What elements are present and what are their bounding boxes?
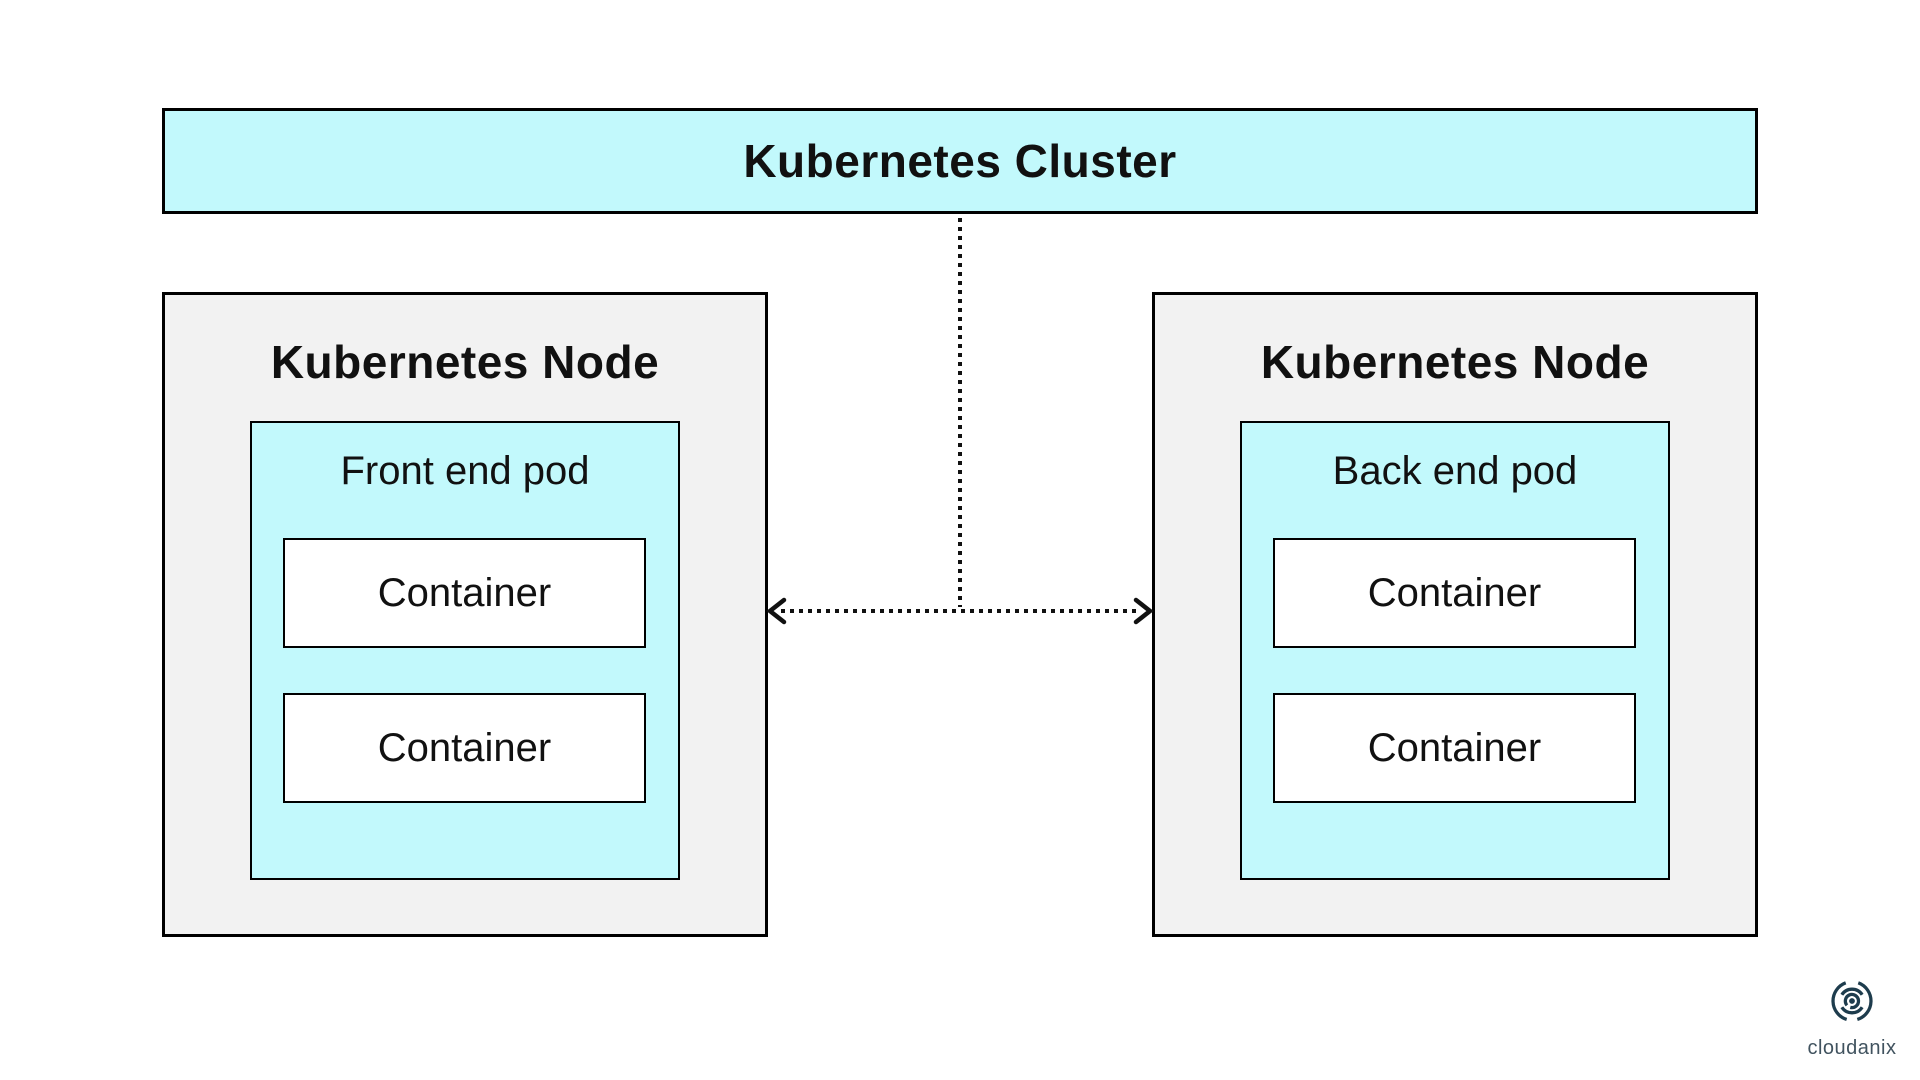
pod-label-frontend: Front end pod: [340, 449, 590, 493]
arrowhead-right-icon: [1133, 597, 1154, 625]
brand-name: cloudanix: [1807, 1037, 1897, 1059]
node-box-right: Kubernetes Node Back end pod Container C…: [1152, 292, 1758, 937]
node-title-right: Kubernetes Node: [1260, 336, 1650, 388]
container-box: Container: [1273, 693, 1636, 803]
container-box: Container: [283, 693, 646, 803]
pod-box-frontend: Front end pod Container Container: [250, 421, 680, 880]
pod-box-backend: Back end pod Container Container: [1240, 421, 1670, 880]
pod-label-backend: Back end pod: [1332, 449, 1578, 493]
node-title-left: Kubernetes Node: [270, 336, 660, 388]
container-box: Container: [1273, 538, 1636, 648]
cluster-title: Kubernetes Cluster: [743, 135, 1177, 187]
brand-block: cloudanix: [1796, 972, 1908, 1060]
cluster-box: Kubernetes Cluster: [162, 108, 1758, 214]
cloudanix-logo-icon: [1831, 981, 1873, 1022]
container-box: Container: [283, 538, 646, 648]
container-label: Container: [1367, 725, 1542, 770]
container-label: Container: [1367, 570, 1542, 615]
container-label: Container: [377, 725, 552, 770]
container-label: Container: [377, 570, 552, 615]
node-box-left: Kubernetes Node Front end pod Container …: [162, 292, 768, 937]
arrowhead-left-icon: [766, 597, 787, 625]
